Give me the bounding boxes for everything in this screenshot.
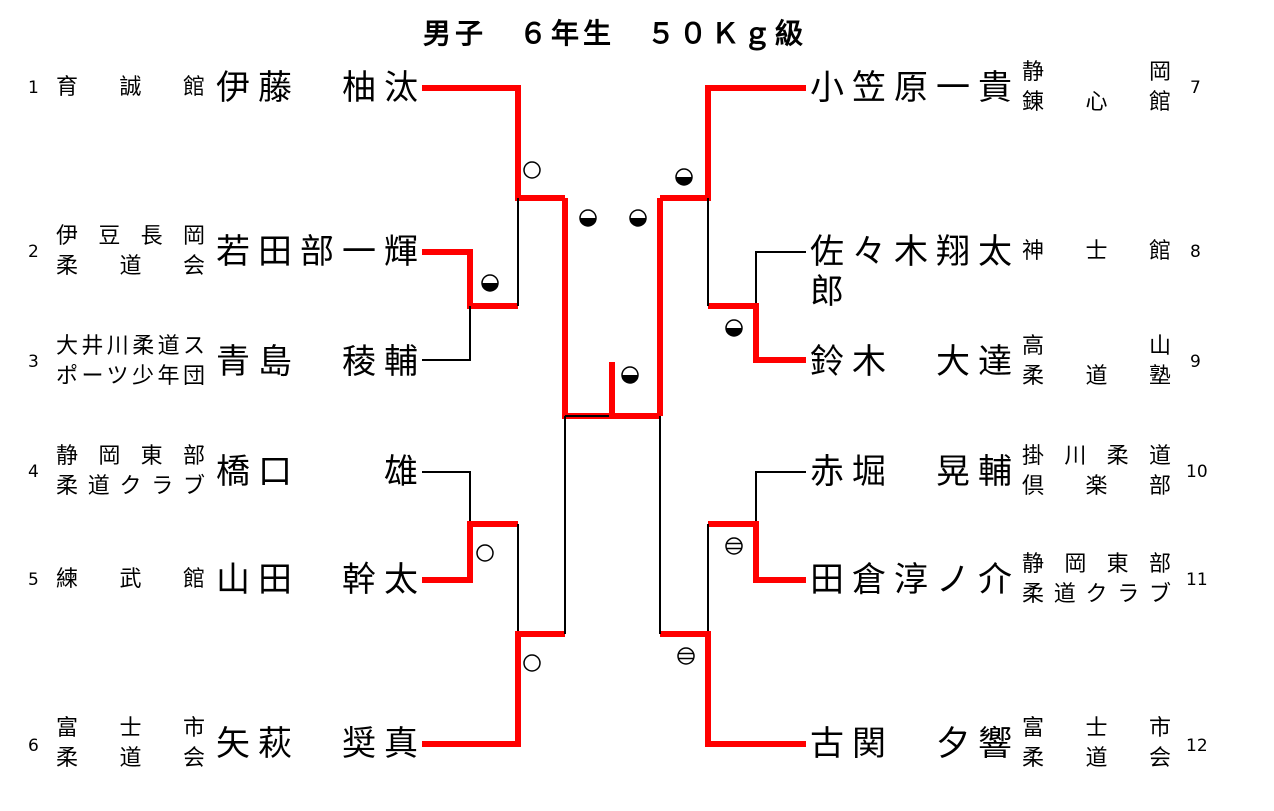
loser-path — [755, 251, 806, 306]
winner-path — [660, 631, 806, 747]
club-name: 静岡東部柔道クラブ — [1022, 552, 1172, 607]
competitor-name: 古関 夕響 — [810, 724, 1012, 764]
seed-number: 4 — [28, 462, 39, 482]
seed-number: 11 — [1186, 570, 1208, 590]
seed-number: 10 — [1186, 462, 1208, 482]
half-filled-circle-icon — [675, 168, 693, 186]
winner-path — [422, 85, 565, 201]
seed-number: 2 — [28, 242, 39, 262]
winner-path — [609, 362, 660, 419]
winner-path — [708, 521, 806, 583]
open-circle-icon — [476, 544, 494, 562]
loser-path — [422, 471, 471, 524]
winner-path — [660, 85, 806, 201]
winner-path — [422, 521, 518, 583]
competitor-name: 赤堀 晃輔 — [810, 452, 1012, 492]
striped-circle-icon — [677, 647, 695, 665]
winner-path — [562, 198, 612, 419]
half-filled-circle-icon — [481, 274, 499, 292]
seed-number: 8 — [1190, 242, 1201, 262]
competitor-name: 伊藤 柚汰 — [216, 68, 418, 108]
half-filled-circle-icon — [621, 366, 639, 384]
seed-number: 6 — [28, 736, 39, 756]
winner-path — [708, 303, 806, 363]
club-name: 高 山柔 道 塾 — [1022, 334, 1172, 389]
club-name: 静 岡錬 心 館 — [1022, 60, 1172, 115]
loser-path — [755, 471, 806, 524]
club-name: 静岡東部柔道クラブ — [56, 444, 206, 499]
club-name: 伊豆長岡柔 道 会 — [56, 224, 206, 279]
competitor-name: 山田 幹太 — [216, 560, 418, 600]
half-filled-circle-icon — [629, 209, 647, 227]
seed-number: 3 — [28, 352, 39, 372]
competitor-name: 小笠原一貴 — [810, 68, 1012, 108]
open-circle-icon — [523, 161, 541, 179]
page-title: 男子 ６年生 ５０Ｋｇ級 — [422, 17, 807, 50]
striped-circle-icon — [725, 537, 743, 555]
club-name: 富 士 市柔 道 会 — [1022, 716, 1172, 771]
club-name: 富 士 市柔 道 会 — [56, 716, 206, 771]
half-filled-circle-icon — [725, 319, 743, 337]
competitor-name: 佐々木翔太郎 — [810, 232, 1012, 312]
competitor-name: 鈴木 大達 — [810, 342, 1012, 382]
seed-number: 9 — [1190, 352, 1201, 372]
competitor-name: 田倉淳ノ介 — [810, 560, 1012, 600]
club-name: 大井川柔道スポーツ少年団 — [56, 334, 206, 389]
competitor-name: 矢萩 奨真 — [216, 724, 418, 764]
club-name: 練 武 館 — [56, 567, 206, 592]
half-filled-circle-icon — [579, 209, 597, 227]
club-name: 神 士 館 — [1022, 239, 1172, 264]
competitor-name: 橋口 雄 — [216, 452, 418, 492]
club-name: 育 誠 館 — [56, 75, 206, 100]
winner-path — [422, 249, 518, 309]
loser-path — [422, 306, 471, 361]
open-circle-icon — [523, 654, 541, 672]
seed-number: 7 — [1190, 78, 1201, 98]
seed-number: 1 — [28, 78, 39, 98]
competitor-name: 青島 稜輔 — [216, 342, 418, 382]
club-name: 掛川柔道倶 楽 部 — [1022, 444, 1172, 499]
seed-number: 12 — [1186, 736, 1208, 756]
seed-number: 5 — [28, 570, 39, 590]
winner-path — [422, 631, 565, 747]
competitor-name: 若田部一輝 — [216, 232, 418, 272]
